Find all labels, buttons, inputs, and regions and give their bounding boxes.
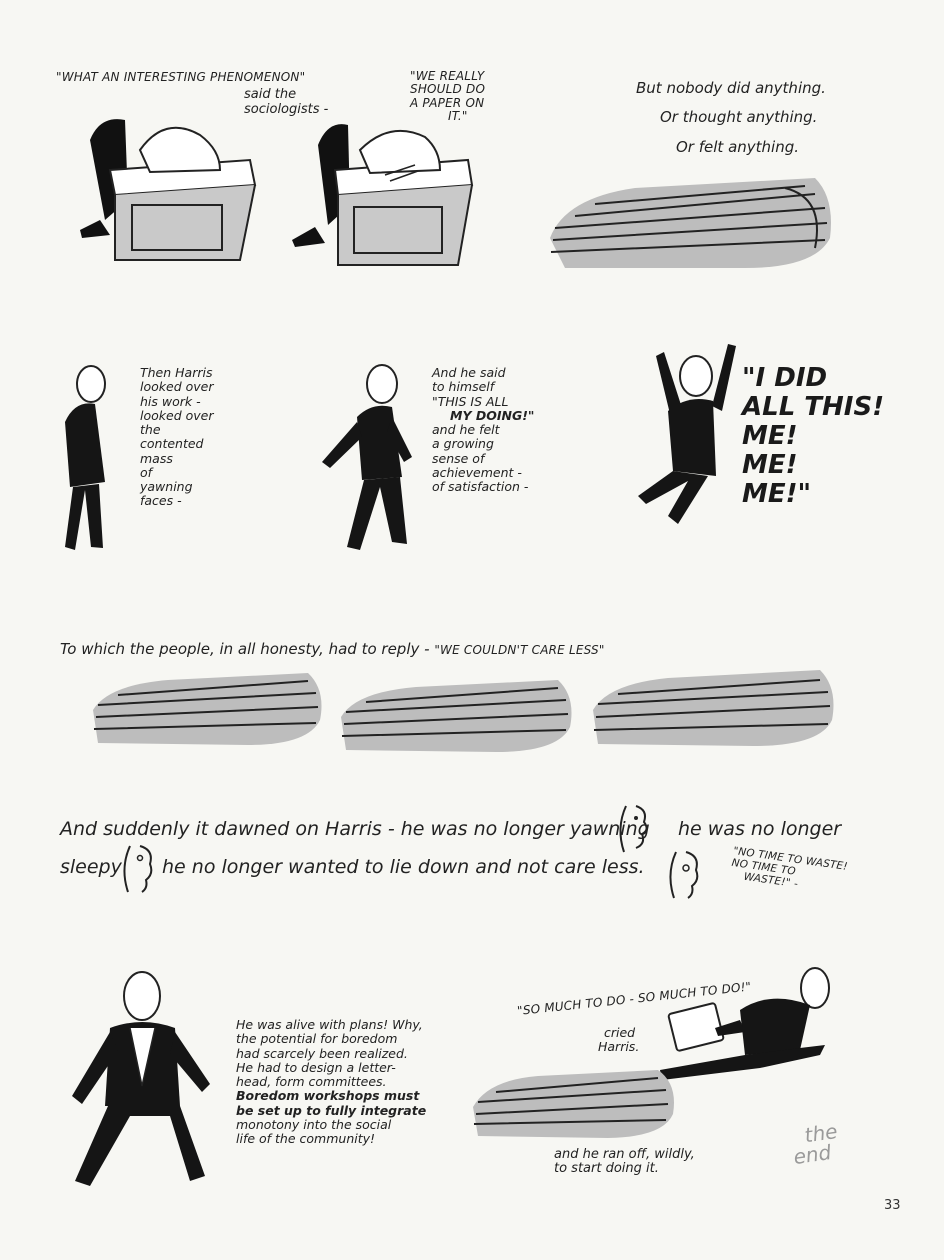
lying-people-illustration-1 <box>93 673 322 745</box>
harris-face-icon-1 <box>619 805 648 853</box>
harris-walking-illustration <box>322 364 412 550</box>
harris-running-illustration <box>660 967 830 1080</box>
harris-jumping-illustration <box>638 344 736 524</box>
sociologist-quote-1: "WHAT AN INTERESTING PHENOMENON" <box>56 70 306 84</box>
harris-face-icon-3 <box>669 851 699 899</box>
ran-off-wildly-text: and he ran off, wildly, to start doing i… <box>554 1147 695 1177</box>
sociologist-quote-2: "WE REALLY SHOULD DO A PAPER ON IT." <box>410 69 486 124</box>
sociologist-desk-illustration-2 <box>292 124 474 266</box>
said-the-sociologists: said the sociologists - <box>244 87 329 117</box>
page-number: 33 <box>884 1198 901 1213</box>
cried-harris-text: cried Harris. <box>598 1025 640 1054</box>
no-time-to-waste-shout: "NO TIME TO WASTE! NO TIME TO WASTE!" - <box>730 845 849 890</box>
dawned-line-1: And suddenly it dawned on Harris - he wa… <box>60 818 650 840</box>
the-end-signature: the end <box>791 1118 839 1170</box>
lying-people-illustration-4 <box>473 1070 674 1138</box>
i-did-all-this-shout: "I DID ALL THIS! ME! ME! ME!" <box>742 363 885 510</box>
harris-looked-over-text: Then Harris looked over his work - looke… <box>140 365 214 509</box>
reply-text: To which the people, in all honesty, had… <box>60 640 605 658</box>
dawned-line-2b: he no longer wanted to lie down and not … <box>162 856 645 878</box>
harris-said-to-himself-text: And he said to himself "THIS IS ALL MY D… <box>432 365 535 494</box>
dawned-line-1b: he was no longer <box>678 818 842 840</box>
harris-standing-illustration <box>65 365 106 550</box>
harris-alive-illustration <box>72 971 210 1186</box>
harris-face-icon-2 <box>123 845 153 893</box>
dawned-line-2a: sleepy <box>60 856 122 878</box>
sociologist-desk-illustration-1 <box>80 119 257 261</box>
lying-people-illustration-3 <box>593 670 834 746</box>
pile-of-lying-people-illustration <box>550 178 831 268</box>
alive-with-plans-text: He was alive with plans! Why, the potent… <box>236 1017 427 1146</box>
nobody-did-anything-text: But nobody did anything. Or thought anyt… <box>636 79 826 156</box>
lying-people-illustration-2 <box>341 680 572 752</box>
